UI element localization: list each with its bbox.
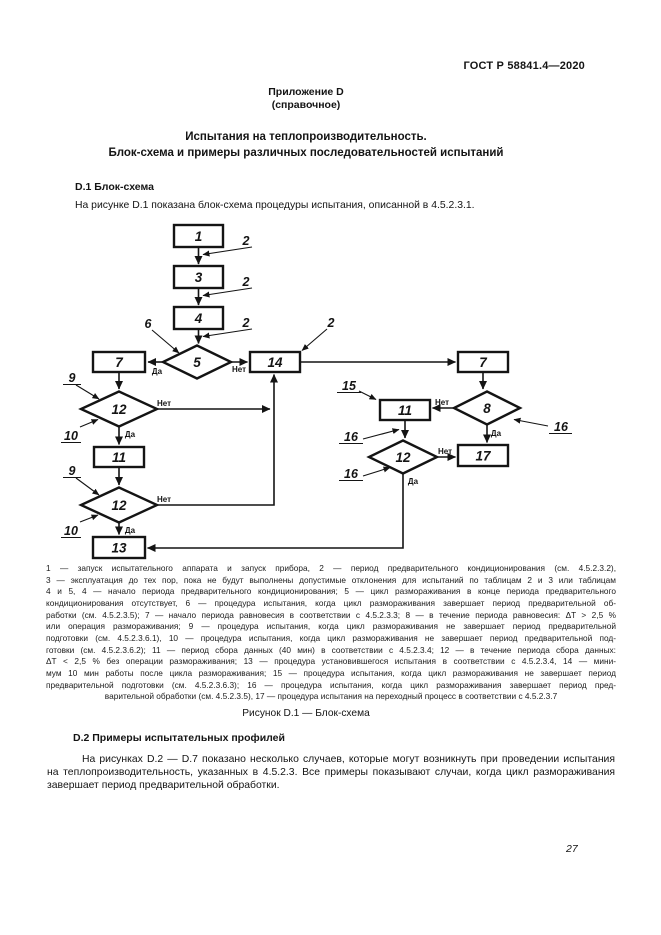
- legend-line: 1 — запуск испытательного аппарата и зап…: [46, 563, 616, 573]
- flowchart-node-13: 13: [91, 535, 147, 560]
- callout-10b: 10: [64, 524, 78, 538]
- figure-legend: 1 — запуск испытательного аппарата и зап…: [46, 563, 616, 703]
- flowchart-decision-5: 5: [160, 344, 234, 380]
- decision-12a-label: 12: [111, 402, 127, 417]
- node-3-label: 3: [195, 270, 203, 285]
- node-4-label: 4: [194, 311, 203, 326]
- flowchart-node-1: 1: [172, 223, 225, 249]
- appendix-line2: (справочное): [271, 99, 341, 111]
- flowchart-decision-12b: 12: [78, 486, 160, 524]
- node-11r-label: 11: [398, 403, 412, 418]
- callout-2d: 2: [327, 316, 335, 330]
- d8-no-label: Нет: [435, 398, 449, 407]
- node-14-label: 14: [267, 355, 283, 370]
- node-1-label: 1: [195, 229, 203, 244]
- callout-16a: 16: [344, 430, 359, 444]
- legend-line: 3 — эксплуатация до тех пор, пока не буд…: [46, 574, 616, 585]
- callout-16b: 16: [344, 467, 359, 481]
- d5-yes-label: Да: [152, 367, 163, 376]
- figure-caption: Рисунок D.1 — Блок-схема: [242, 708, 370, 719]
- flowchart-node-14: 14: [248, 350, 302, 374]
- callout-15: 15: [342, 379, 357, 393]
- appendix-heading: Приложение D (справочное): [0, 86, 612, 112]
- title-line2: Блок-схема и примеры различных последова…: [108, 146, 504, 159]
- flowchart-decision-8: 8: [451, 390, 523, 426]
- legend-line: ΔT < 2,5 % без операции размораживания; …: [46, 656, 616, 667]
- decision-12b-label: 12: [111, 498, 127, 513]
- section-d2-paragraph: На рисунках D.2 — D.7 показано несколько…: [47, 753, 615, 793]
- d12c-yes-label: Да: [408, 477, 419, 486]
- d12b-yes-label: Да: [125, 526, 136, 535]
- callout-2c: 2: [242, 316, 250, 330]
- legend-line: или операция размораживания; 9 — процеду…: [46, 621, 616, 632]
- legend-line: предварительной подготовки (см. 4.5.2.3.…: [46, 679, 616, 690]
- callout-16c: 16: [554, 420, 569, 434]
- node-11l-label: 11: [112, 450, 126, 465]
- page-title: Испытания на теплопроизводительность. Бл…: [0, 130, 612, 161]
- flowchart-node-11-right: 11: [378, 398, 432, 422]
- callout-2b: 2: [242, 275, 250, 289]
- flowchart-edges: [115, 247, 491, 552]
- flowchart-node-3: 3: [172, 264, 225, 290]
- flowchart-node-17: 17: [456, 443, 510, 468]
- node-7l-label: 7: [115, 355, 124, 370]
- decision-5-label: 5: [193, 355, 201, 370]
- legend-line: работки (см. 4.5.2.3.5); 7 — начало пери…: [46, 609, 616, 620]
- legend-line: кондиционирования отсутствует, 6 — проце…: [46, 597, 616, 608]
- title-line1: Испытания на теплопроизводительность.: [185, 131, 427, 143]
- flowchart-edge-labels: Да Нет Нет Да Нет Да Нет Да Нет Да: [125, 365, 502, 535]
- flowchart-node-7-left: 7: [91, 350, 147, 374]
- paragraph-line: на теплопроизводительность, указанных в …: [47, 767, 615, 779]
- callout-10a: 10: [64, 429, 78, 443]
- paragraph-line: завершает период предварительной обработ…: [47, 780, 280, 792]
- d5-no-label: Нет: [232, 365, 246, 374]
- decision-8-label: 8: [483, 401, 491, 416]
- appendix-line1: Приложение D: [268, 86, 344, 98]
- d12a-no-label: Нет: [157, 399, 171, 408]
- flowchart-decision-12a: 12: [78, 390, 160, 428]
- legend-line: варительной обработки (см. 4.5.2.3.5), 1…: [104, 691, 558, 702]
- paragraph-line: На рисунках D.2 — D.7 показано несколько…: [82, 754, 615, 765]
- callout-9a: 9: [69, 371, 76, 385]
- flowchart-node-7-right: 7: [456, 350, 510, 374]
- flowchart-decision-12c: 12: [366, 439, 440, 475]
- flowchart-figure: 1 3 4 7 14 7 11 13: [61, 223, 572, 560]
- flowchart-node-11-left: 11: [92, 445, 146, 469]
- d12c-no-label: Нет: [438, 447, 452, 456]
- callout-2a: 2: [242, 234, 250, 248]
- d8-yes-label: Да: [491, 429, 502, 438]
- doc-number: ГОСТ Р 58841.4—2020: [463, 60, 585, 72]
- node-7r-label: 7: [479, 355, 488, 370]
- decision-12c-label: 12: [395, 450, 411, 465]
- d12a-yes-label: Да: [125, 430, 136, 439]
- section-d1-heading: D.1 Блок-схема: [75, 181, 154, 193]
- legend-line: мум 10 мин работы после цикла разморажив…: [46, 667, 616, 678]
- node-13-label: 13: [111, 541, 127, 556]
- callout-9b: 9: [69, 464, 76, 478]
- callout-6: 6: [145, 317, 153, 331]
- legend-line: 4 и 5, 4 — начало периода предварительно…: [46, 586, 616, 597]
- d12b-no-label: Нет: [157, 495, 171, 504]
- page-number: 27: [566, 843, 578, 855]
- section-d1-paragraph: На рисунке D.1 показана блок-схема проце…: [75, 200, 475, 211]
- legend-line: готовки (см. 4.5.2.3.6.2); 11 — период с…: [46, 644, 616, 655]
- legend-line: подготовки (см. 4.5.2.3.6.1), 10 — проце…: [46, 632, 616, 643]
- node-17-label: 17: [475, 449, 492, 464]
- section-d2-heading: D.2 Примеры испытательных профилей: [73, 732, 285, 744]
- flowchart-node-4: 4: [172, 305, 225, 331]
- flowchart-callouts: 2 2 2 6 2 9 10 9 10 15 16: [61, 234, 572, 539]
